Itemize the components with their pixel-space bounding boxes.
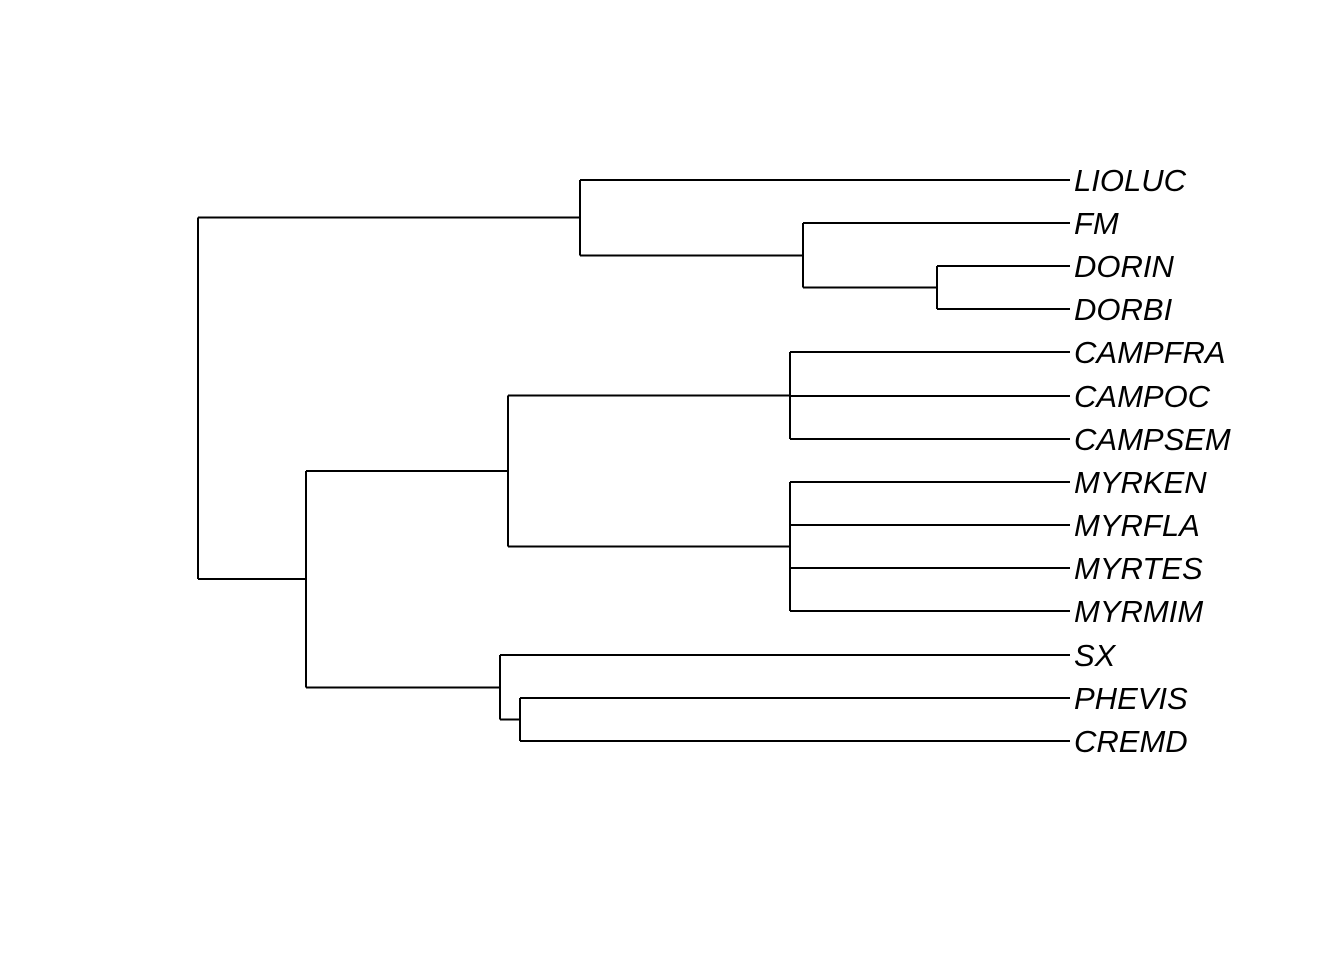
tip-label-campsem: CAMPSEM <box>1074 422 1231 457</box>
tip-label-dorin: DORIN <box>1074 249 1175 284</box>
tip-label-cremd: CREMD <box>1074 724 1188 759</box>
tip-label-campoc: CAMPOC <box>1074 379 1211 414</box>
tip-label-fm: FM <box>1074 206 1119 241</box>
dendrogram-tip-labels: LIOLUC FM DORIN DORBI CAMPFRA CAMPOC CAMPSEM MY… <box>1074 163 1231 759</box>
dendrogram-branches <box>197 179 1070 742</box>
tip-label-myrken: MYRKEN <box>1074 465 1207 500</box>
tip-label-myrfla: MYRFLA <box>1074 508 1200 543</box>
tip-label-myrmim: MYRMIM <box>1074 594 1203 629</box>
tip-label-campfra: CAMPFRA <box>1074 335 1226 370</box>
tip-label-phevis: PHEVIS <box>1074 681 1188 716</box>
tip-label-myrtes: MYRTES <box>1074 551 1203 586</box>
tip-label-lioluc: LIOLUC <box>1074 163 1187 198</box>
tip-label-dorbi: DORBI <box>1074 292 1173 327</box>
tip-label-sx: SX <box>1074 638 1117 673</box>
